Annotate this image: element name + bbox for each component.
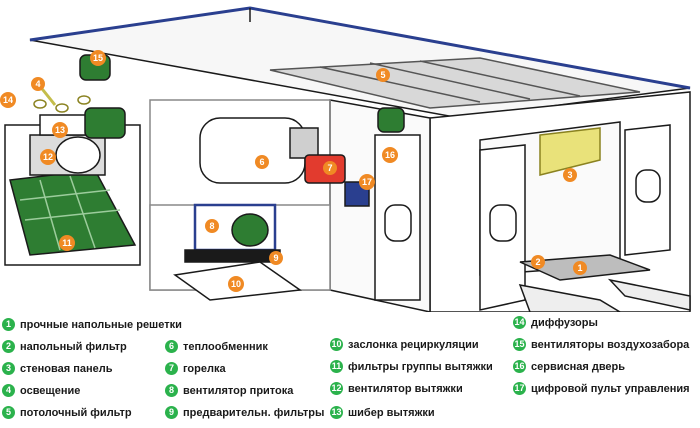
paint-booth-illustration: 1 2 3 4 5 6 7 8 9 10 11 12 13 14 15 16 1… <box>0 6 691 312</box>
svg-text:12: 12 <box>43 152 53 162</box>
marker-15: 15 <box>90 50 106 66</box>
svg-text:8: 8 <box>209 221 214 231</box>
floor-ramp <box>518 284 622 312</box>
svg-text:7: 7 <box>327 163 332 173</box>
diffusers <box>33 95 91 113</box>
marker-3: 3 <box>563 168 577 182</box>
svg-text:17: 17 <box>362 177 372 187</box>
marker-7: 7 <box>323 161 337 175</box>
marker-5: 5 <box>376 68 390 82</box>
marker-11: 11 <box>59 235 75 251</box>
svg-text:6: 6 <box>259 157 264 167</box>
control-panel <box>344 181 370 207</box>
marker-10: 10 <box>228 276 244 292</box>
right-door <box>624 124 671 256</box>
svg-text:15: 15 <box>93 53 103 63</box>
svg-text:11: 11 <box>62 238 72 248</box>
svg-text:1: 1 <box>577 263 582 273</box>
svg-text:14: 14 <box>3 95 13 105</box>
svg-text:16: 16 <box>385 150 395 160</box>
svg-text:9: 9 <box>273 253 278 263</box>
marker-14: 14 <box>0 92 16 108</box>
marker-17: 17 <box>359 174 375 190</box>
marker-12: 12 <box>40 149 56 165</box>
intake-fan-right <box>377 107 405 133</box>
pre-filters <box>184 249 281 263</box>
marker-6: 6 <box>255 155 269 169</box>
left-door <box>479 144 526 311</box>
marker-2: 2 <box>531 255 545 269</box>
marker-8: 8 <box>205 219 219 233</box>
marker-9: 9 <box>269 251 283 265</box>
service-door <box>374 134 421 301</box>
ceiling-filters <box>269 57 641 109</box>
svg-text:3: 3 <box>567 170 572 180</box>
svg-text:5: 5 <box>380 70 385 80</box>
svg-text:13: 13 <box>55 125 65 135</box>
svg-text:2: 2 <box>535 257 540 267</box>
marker-4: 4 <box>31 77 45 91</box>
svg-text:4: 4 <box>35 79 40 89</box>
marker-1: 1 <box>573 261 587 275</box>
exhaust-motor <box>84 107 126 139</box>
wall-panel <box>539 127 601 176</box>
marker-16: 16 <box>382 147 398 163</box>
svg-text:10: 10 <box>231 279 241 289</box>
marker-13: 13 <box>52 122 68 138</box>
